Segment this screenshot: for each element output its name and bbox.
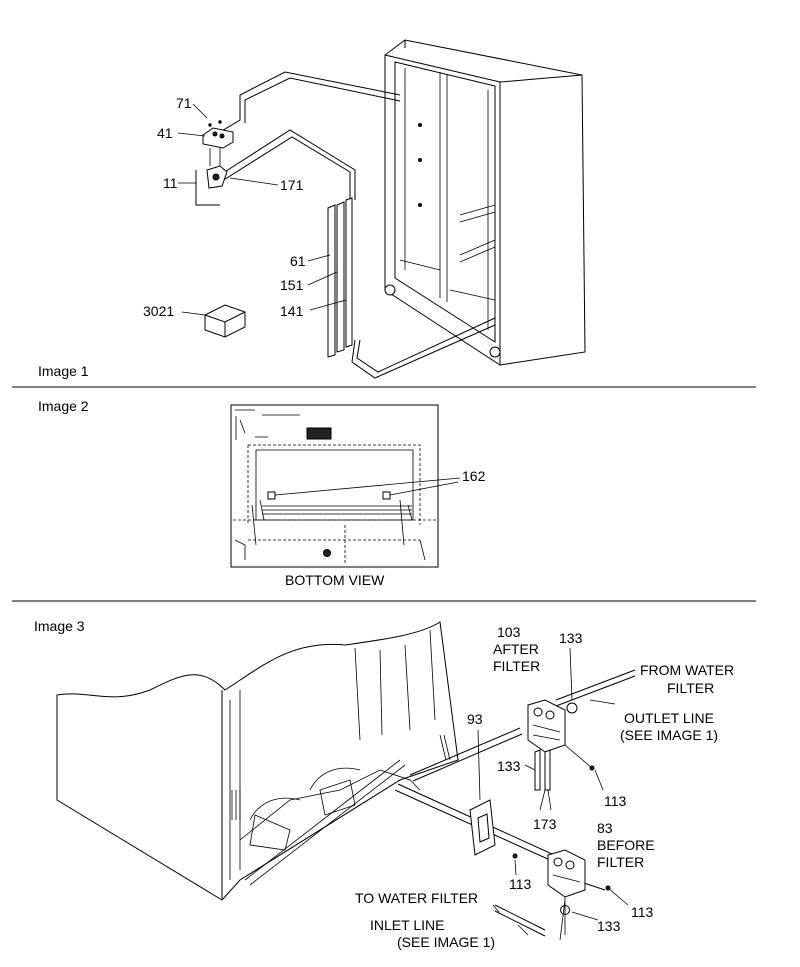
callout-151: 151: [280, 277, 304, 293]
valve-103: [527, 699, 593, 791]
label-filter-from: FILTER: [667, 680, 714, 696]
cabinet-rear: [56, 621, 459, 901]
bottom-view-caption: BOTTOM VIEW: [285, 572, 385, 588]
label-filter-after: FILTER: [493, 658, 540, 674]
trim-strips: [327, 197, 353, 358]
section-label-image2: Image 2: [38, 398, 89, 414]
callout-113-right: 113: [631, 904, 654, 920]
callout-103: 103: [497, 624, 521, 640]
callout-173: 173: [533, 816, 557, 832]
refrigerator-cabinet: [384, 39, 586, 366]
label-after: AFTER: [493, 641, 539, 657]
label-inlet-line: INLET LINE: [370, 917, 444, 933]
callout-113-upper: 113: [604, 793, 627, 809]
bracket-11: [195, 170, 220, 206]
callout-11: 11: [163, 175, 178, 191]
callout-171: 171: [280, 177, 304, 193]
callout-83: 83: [597, 820, 613, 836]
callout-133-top: 133: [559, 630, 583, 646]
label-from-water: FROM WATER: [640, 662, 734, 678]
label-filter-before: FILTER: [597, 854, 644, 870]
label-outlet-line: OUTLET LINE: [624, 710, 714, 726]
callout-133-mid: 133: [497, 758, 521, 774]
callout-61: 61: [290, 253, 306, 269]
bracket-93: [469, 799, 496, 856]
part-3021-box: [204, 304, 246, 338]
image2-panel: Image 2 162 BOTTOM VIEW: [38, 398, 486, 588]
label-see-image-1-outlet: (SEE IMAGE 1): [620, 727, 718, 743]
valve-83: [512, 849, 611, 941]
callout-162: 162: [462, 468, 486, 484]
callout-133-bottom: 133: [597, 918, 621, 934]
callout-41: 41: [157, 125, 173, 141]
valve-assembly: [202, 120, 234, 189]
bottom-view-frame: [230, 404, 439, 568]
label-before: BEFORE: [597, 837, 655, 853]
label-to-water-filter: TO WATER FILTER: [355, 890, 478, 906]
callout-71: 71: [176, 95, 192, 111]
image1-panel: 71 41 11 171 61 151 141 3021 Image 1: [38, 39, 586, 379]
callout-113-left: 113: [509, 876, 532, 892]
image3-panel: Image 3: [34, 618, 734, 950]
section-label-image3: Image 3: [34, 618, 85, 634]
callout-3021: 3021: [143, 303, 174, 319]
callout-141: 141: [280, 303, 304, 319]
section-label-image1: Image 1: [38, 363, 89, 379]
water-line-tubing: [214, 71, 496, 379]
label-see-image-1-inlet: (SEE IMAGE 1): [397, 934, 495, 950]
callout-93: 93: [467, 711, 483, 727]
